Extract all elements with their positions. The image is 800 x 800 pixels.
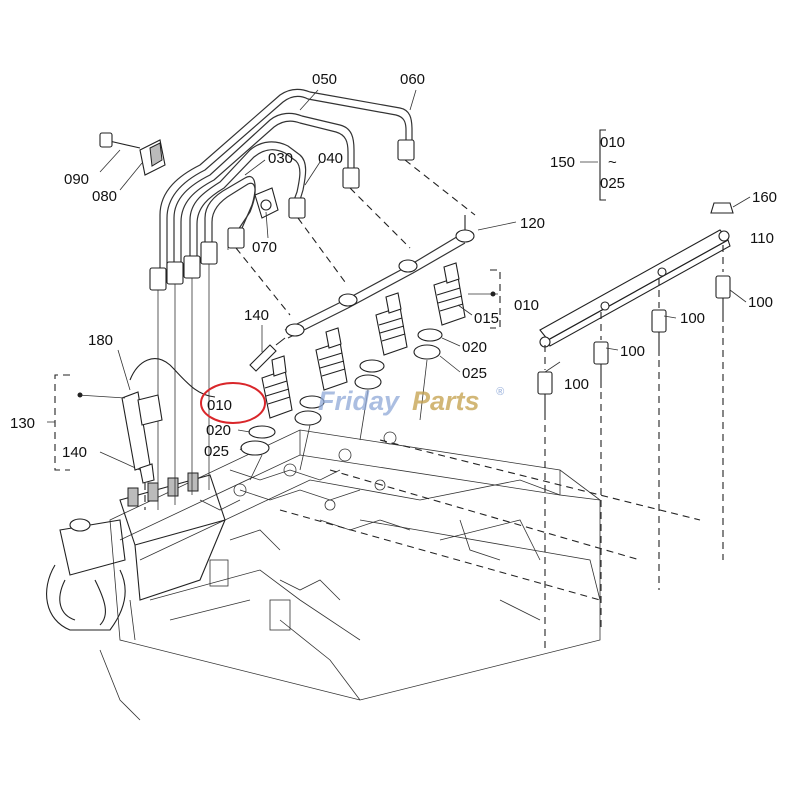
label-kit-range-tilde: ~: [608, 154, 617, 171]
label-010-circled[interactable]: 010: [207, 397, 232, 414]
label-010-kit[interactable]: 010: [600, 134, 625, 151]
label-140-bottom[interactable]: 140: [62, 444, 87, 461]
watermark: Friday Parts ®: [318, 386, 505, 416]
label-100-c[interactable]: 100: [620, 343, 645, 360]
label-160[interactable]: 160: [752, 189, 777, 206]
label-080[interactable]: 080: [92, 188, 117, 205]
injection-pipes: [149, 88, 415, 510]
engine-block: [99, 429, 601, 721]
leader-lines: [99, 89, 751, 601]
label-140-top[interactable]: 140: [244, 307, 269, 324]
label-100-a[interactable]: 100: [748, 294, 773, 311]
label-020-right[interactable]: 020: [462, 339, 487, 356]
label-100-d[interactable]: 100: [564, 376, 589, 393]
label-015[interactable]: 015: [474, 310, 499, 327]
label-070[interactable]: 070: [252, 239, 277, 256]
label-010-right[interactable]: 010: [514, 297, 539, 314]
label-120[interactable]: 120: [520, 215, 545, 232]
label-025-kit[interactable]: 025: [600, 175, 625, 192]
watermark-friday: Friday: [318, 386, 401, 416]
label-025-right[interactable]: 025: [462, 365, 487, 382]
injector-nozzles: [240, 262, 466, 481]
label-050[interactable]: 050: [312, 71, 337, 88]
highlight-circle: [200, 382, 266, 424]
group-brackets: [47, 129, 606, 471]
label-040[interactable]: 040: [318, 150, 343, 167]
pipe-clamp: [99, 132, 279, 219]
part-labels: 050 060 010 150 ~ 025 090 080 030 040 07…: [10, 71, 777, 461]
label-060[interactable]: 060: [400, 71, 425, 88]
label-020-left[interactable]: 020: [206, 422, 231, 439]
label-100-b[interactable]: 100: [680, 310, 705, 327]
label-110[interactable]: 110: [750, 230, 774, 247]
return-pipe: [249, 215, 475, 372]
injection-pump: [46, 472, 226, 641]
label-130[interactable]: 130: [10, 415, 35, 432]
label-090[interactable]: 090: [64, 171, 89, 188]
label-030[interactable]: 030: [268, 150, 293, 167]
label-180[interactable]: 180: [88, 332, 113, 349]
watermark-parts: Parts: [412, 386, 480, 416]
glow-plugs: [537, 202, 734, 650]
watermark-registered: ®: [496, 386, 505, 398]
label-025-left[interactable]: 025: [204, 443, 229, 460]
label-150[interactable]: 150: [550, 154, 575, 171]
